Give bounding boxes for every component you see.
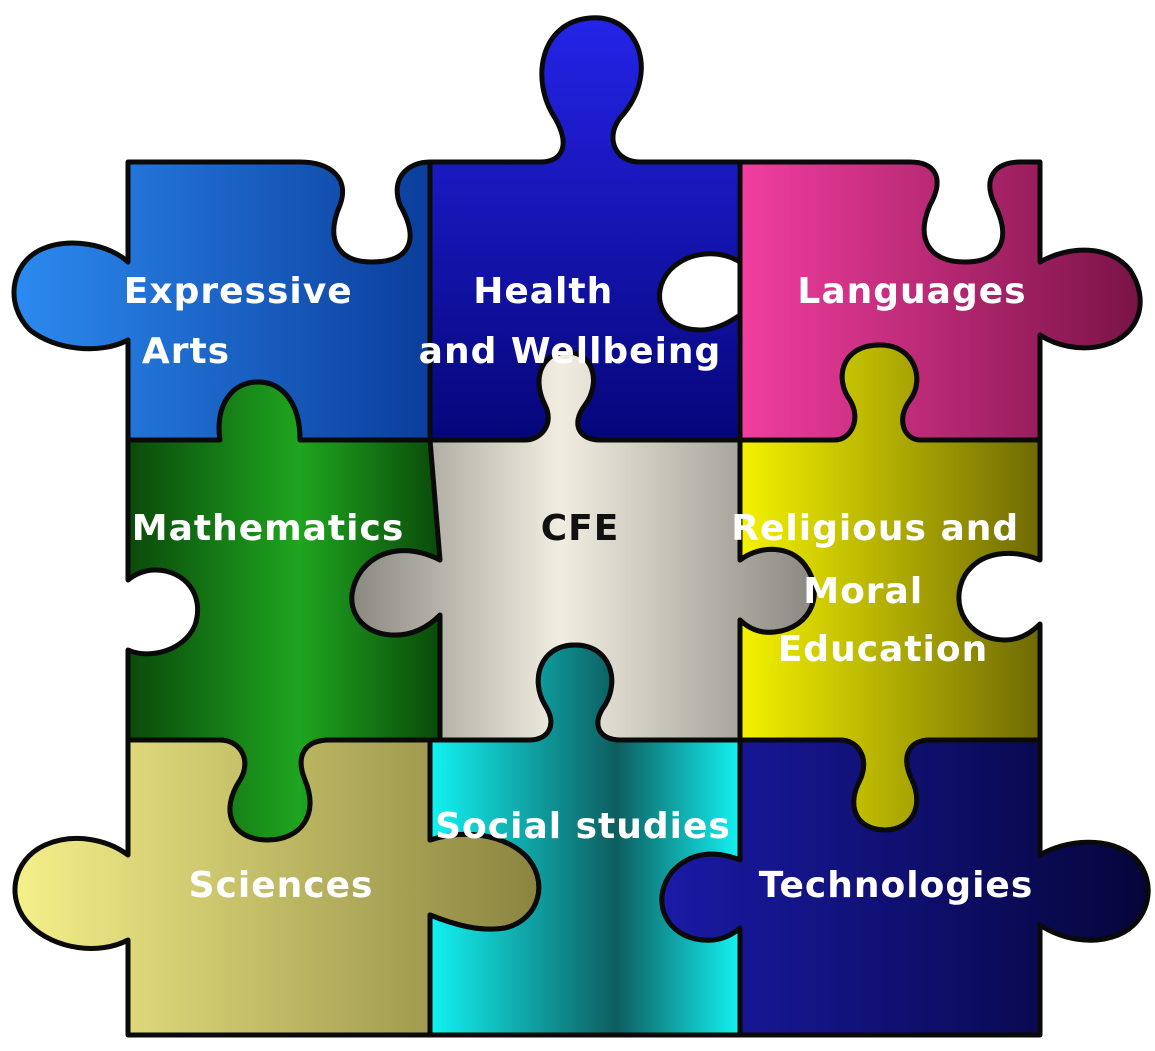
religious-moral-label-line2: Moral [803,571,923,612]
expressive-arts-label: Expressive Arts [124,271,366,372]
cfe-label: CFE [541,508,620,549]
social-studies-label: Social studies [435,806,731,847]
religious-moral-label-line1: Religious and [731,508,1019,549]
technologies-piece [659,737,1151,1038]
religious-moral-label: Religious and Moral Education [731,508,1033,670]
languages-label: Languages [797,271,1026,312]
health-wellbeing-label-line2: and Wellbeing [419,331,722,372]
health-wellbeing-label-line1: Health [473,271,613,312]
religious-moral-piece [737,342,1043,833]
expressive-arts-label-line2: Arts [142,331,230,372]
religious-moral-label-line3: Education [778,629,989,670]
technologies-label: Technologies [759,865,1034,906]
health-wellbeing-label: Health and Wellbeing [419,271,722,372]
expressive-arts-label-line1: Expressive [124,271,353,312]
mathematics-label: Mathematics [132,508,405,549]
sciences-label: Sciences [189,865,374,906]
